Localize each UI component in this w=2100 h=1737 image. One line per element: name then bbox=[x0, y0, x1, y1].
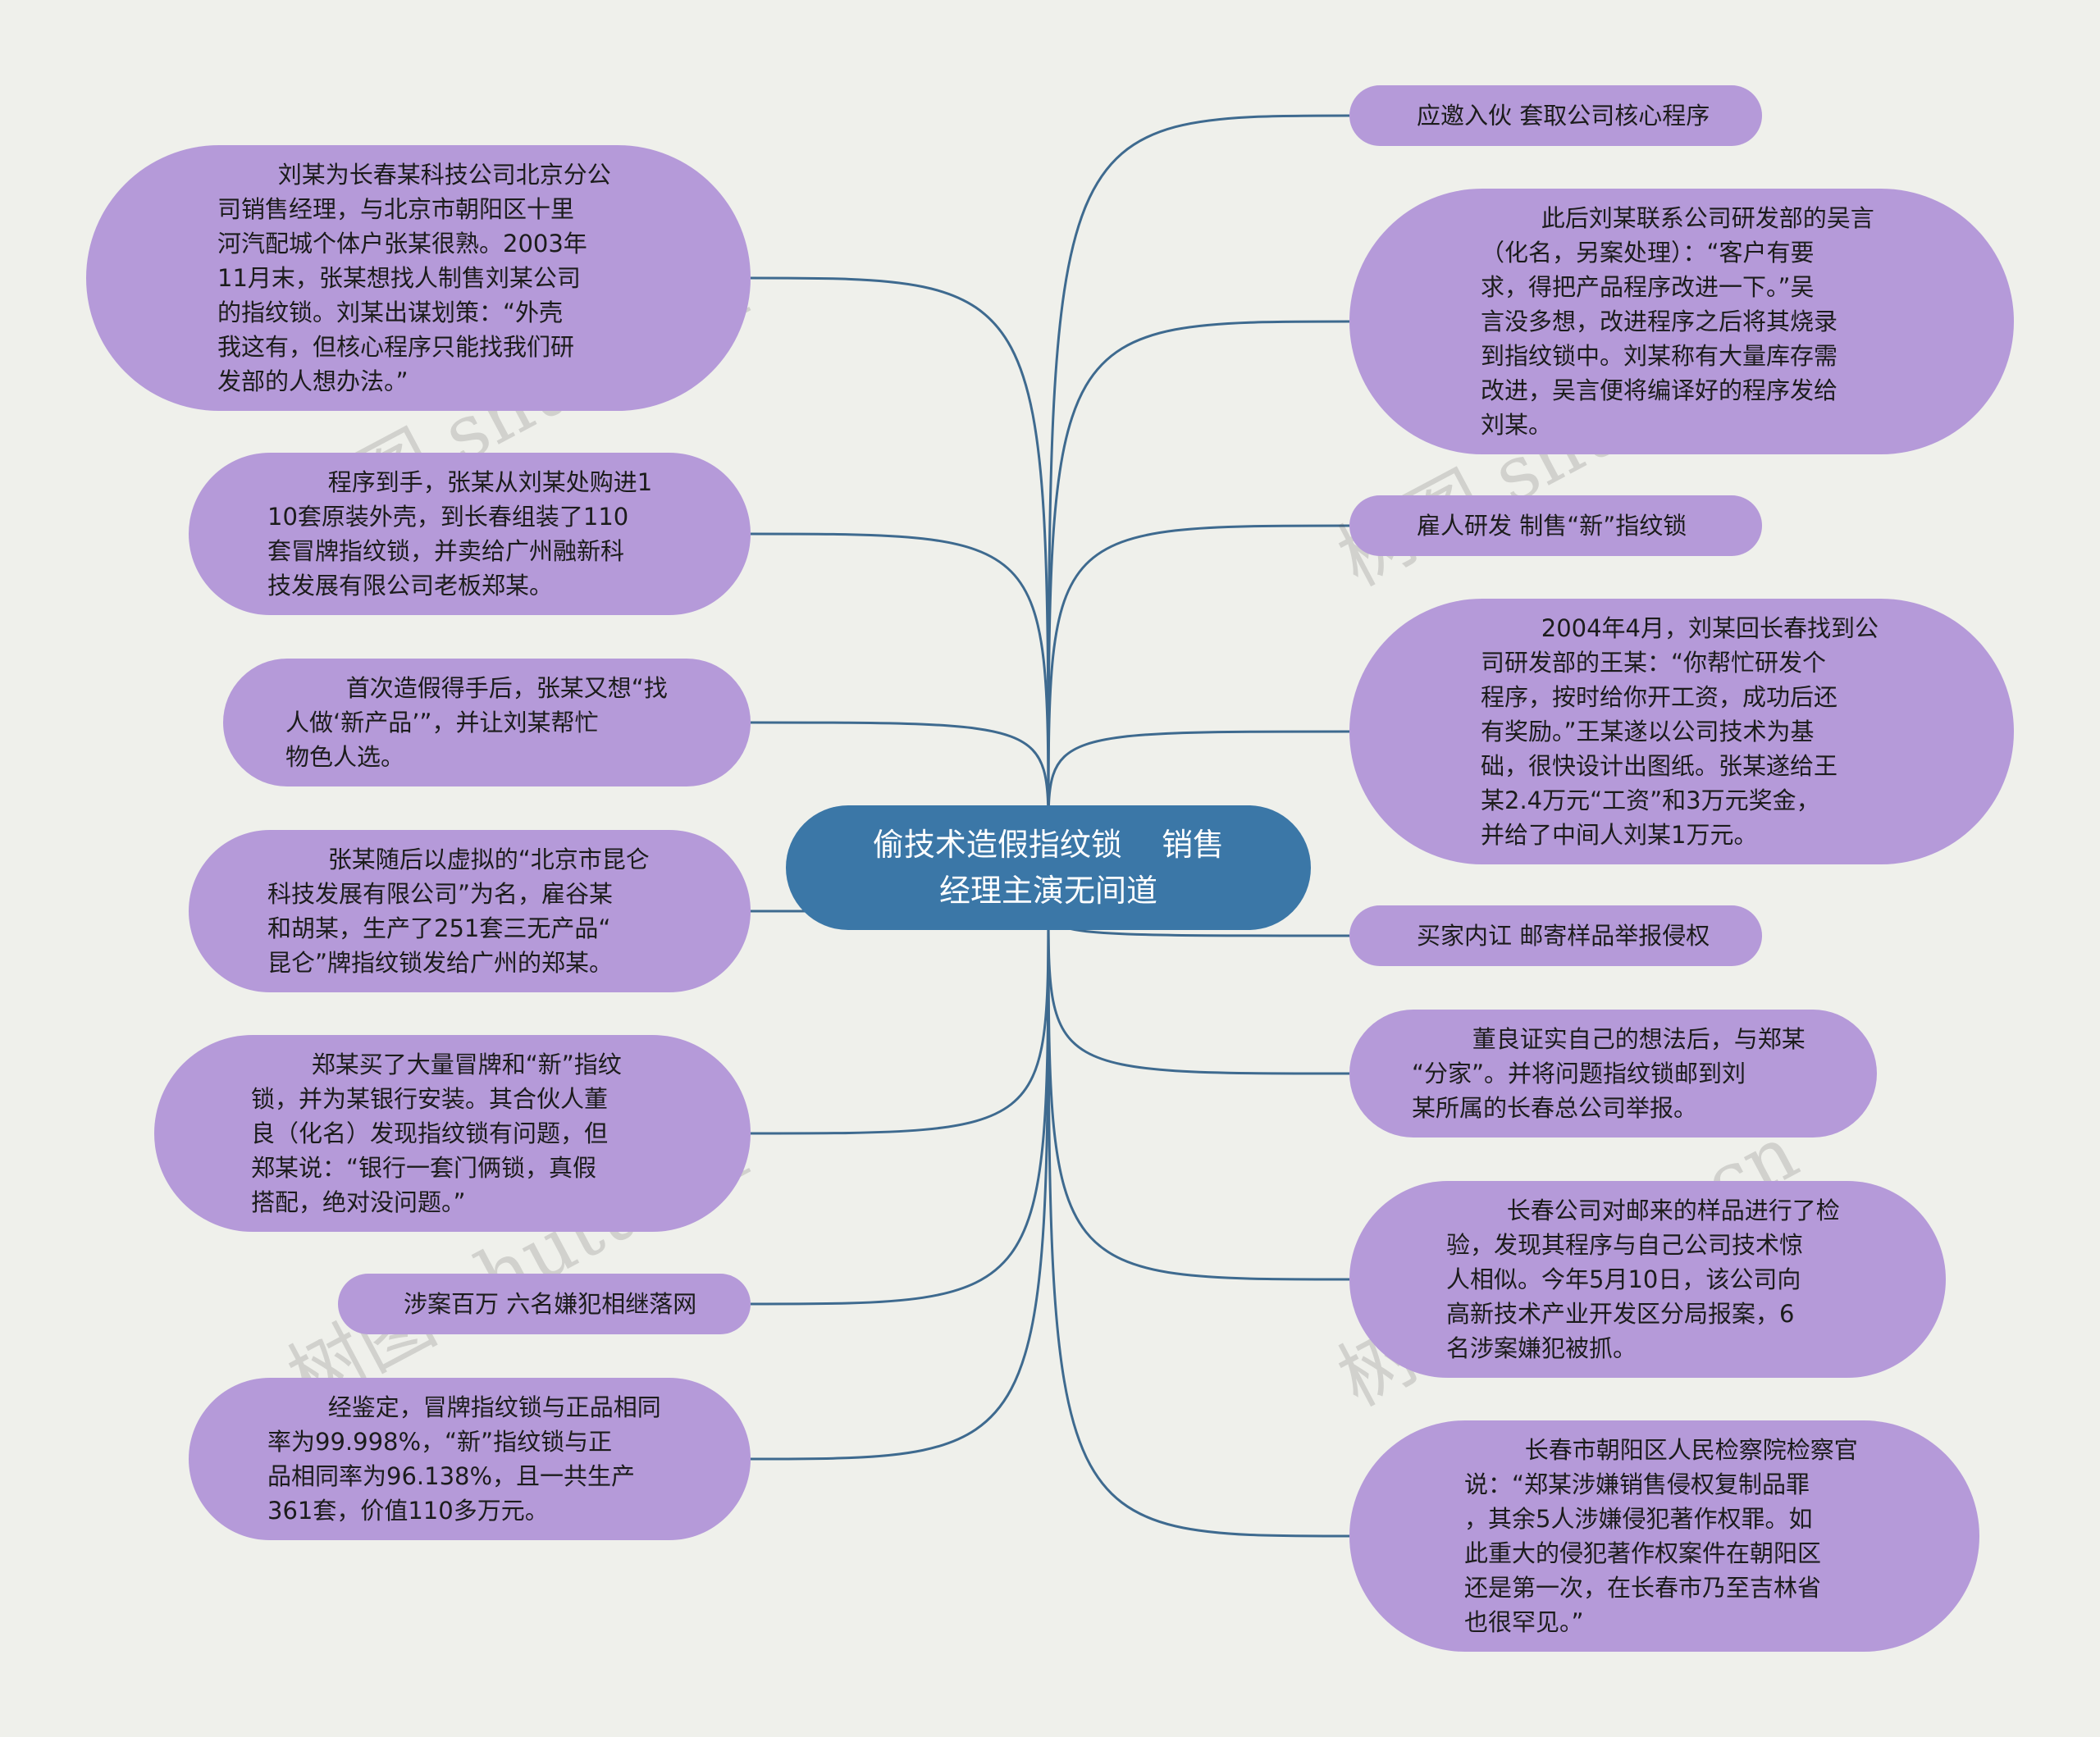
connector-line bbox=[750, 900, 1050, 1461]
right-topic-7[interactable]: 长春公司对邮来的样品进行了检 验，发现其程序与自己公司技术惊 人相似。今年5月1… bbox=[1349, 1181, 1946, 1378]
right-topic-2[interactable]: 此后刘某联系公司研发部的吴言 （化名，另案处理）：“客户有要 求，得把产品程序改… bbox=[1349, 189, 2014, 454]
topic-text: 雇人研发 制售“新”指纹锁 bbox=[1417, 512, 1687, 540]
connector-line bbox=[750, 532, 1050, 836]
connector-line bbox=[1047, 524, 1350, 836]
topic-text: 长春市朝阳区人民检察院检察官 说：“郑某涉嫌销售侵权复制品罪 ，其余5人涉嫌侵犯… bbox=[1464, 1436, 1858, 1636]
topic-text: 应邀入伙 套取公司核心程序 bbox=[1417, 102, 1710, 130]
connector-line bbox=[1047, 900, 1350, 1281]
right-topic-8[interactable]: 长春市朝阳区人民检察院检察官 说：“郑某涉嫌销售侵权复制品罪 ，其余5人涉嫌侵犯… bbox=[1349, 1420, 1979, 1652]
right-topic-1[interactable]: 应邀入伙 套取公司核心程序 bbox=[1349, 85, 1762, 146]
topic-text: 此后刘某联系公司研发部的吴言 （化名，另案处理）：“客户有要 求，得把产品程序改… bbox=[1481, 204, 1874, 439]
connector-line bbox=[750, 900, 1050, 1135]
topic-text: 长春公司对邮来的样品进行了检 验，发现其程序与自己公司技术惊 人相似。今年5月1… bbox=[1446, 1197, 1840, 1362]
right-topic-4[interactable]: 2004年4月，刘某回长春找到公 司研发部的王某：“你帮忙研发个 程序，按时给你… bbox=[1349, 599, 2014, 864]
left-topic-1[interactable]: 刘某为长春某科技公司北京分公 司销售经理，与北京市朝阳区十里 河汽配城个体户张某… bbox=[86, 145, 751, 411]
left-topic-6[interactable]: 涉案百万 六名嫌犯相继落网 bbox=[338, 1274, 751, 1334]
right-topic-3[interactable]: 雇人研发 制售“新”指纹锁 bbox=[1349, 495, 1762, 556]
topic-text: 程序到手，张某从刘某处购进1 10套原装外壳，到长春组装了110 套冒牌指纹锁，… bbox=[267, 468, 653, 600]
topic-text: 2004年4月，刘某回长春找到公 司研发部的王某：“你帮忙研发个 程序，按时给你… bbox=[1481, 614, 1879, 849]
topic-text: 经鉴定，冒牌指纹锁与正品相同 率为99.998%，“新”指纹锁与正 品相同率为9… bbox=[267, 1393, 661, 1525]
left-topic-4[interactable]: 张某随后以虚拟的“北京市昆仑 科技发展有限公司”为名，雇谷某 和胡某，生产了25… bbox=[189, 830, 751, 992]
topic-text: 首次造假得手后，张某又想“找 人做‘新产品’”，并让刘某帮忙 物色人选。 bbox=[285, 674, 668, 771]
left-topic-5[interactable]: 郑某买了大量冒牌和“新”指纹 锁，并为某银行安装。其合伙人董 良（化名）发现指纹… bbox=[154, 1035, 751, 1232]
connector-line bbox=[1047, 320, 1350, 836]
left-topic-7[interactable]: 经鉴定，冒牌指纹锁与正品相同 率为99.998%，“新”指纹锁与正 品相同率为9… bbox=[189, 1378, 751, 1540]
connector-line bbox=[1047, 730, 1350, 836]
right-topic-5[interactable]: 买家内讧 邮寄样品举报侵权 bbox=[1349, 905, 1762, 966]
central-topic[interactable]: 偷技术造假指纹锁 销售 经理主演无间道 bbox=[786, 805, 1311, 930]
topic-text: 张某随后以虚拟的“北京市昆仑 科技发展有限公司”为名，雇谷某 和胡某，生产了25… bbox=[267, 846, 650, 977]
central-topic-text: 偷技术造假指纹锁 销售 经理主演无间道 bbox=[872, 827, 1225, 909]
topic-text: 买家内讧 邮寄样品举报侵权 bbox=[1417, 922, 1710, 950]
connector-line bbox=[750, 900, 1050, 1306]
connector-line bbox=[1047, 114, 1350, 836]
left-topic-3[interactable]: 首次造假得手后，张某又想“找 人做‘新产品’”，并让刘某帮忙 物色人选。 bbox=[223, 659, 751, 786]
topic-text: 董良证实自己的想法后，与郑某 “分家”。并将问题指纹锁邮到刘 某所属的长春总公司… bbox=[1412, 1025, 1806, 1122]
connector-line bbox=[750, 276, 1050, 836]
left-topic-2[interactable]: 程序到手，张某从刘某处购进1 10套原装外壳，到长春组装了110 套冒牌指纹锁，… bbox=[189, 453, 751, 615]
right-topic-6[interactable]: 董良证实自己的想法后，与郑某 “分家”。并将问题指纹锁邮到刘 某所属的长春总公司… bbox=[1349, 1010, 1877, 1137]
topic-text: 郑某买了大量冒牌和“新”指纹 锁，并为某银行安装。其合伙人董 良（化名）发现指纹… bbox=[251, 1051, 622, 1216]
topic-text: 刘某为长春某科技公司北京分公 司销售经理，与北京市朝阳区十里 河汽配城个体户张某… bbox=[217, 161, 611, 395]
topic-text: 涉案百万 六名嫌犯相继落网 bbox=[404, 1290, 697, 1318]
connector-line bbox=[1047, 900, 1350, 1538]
